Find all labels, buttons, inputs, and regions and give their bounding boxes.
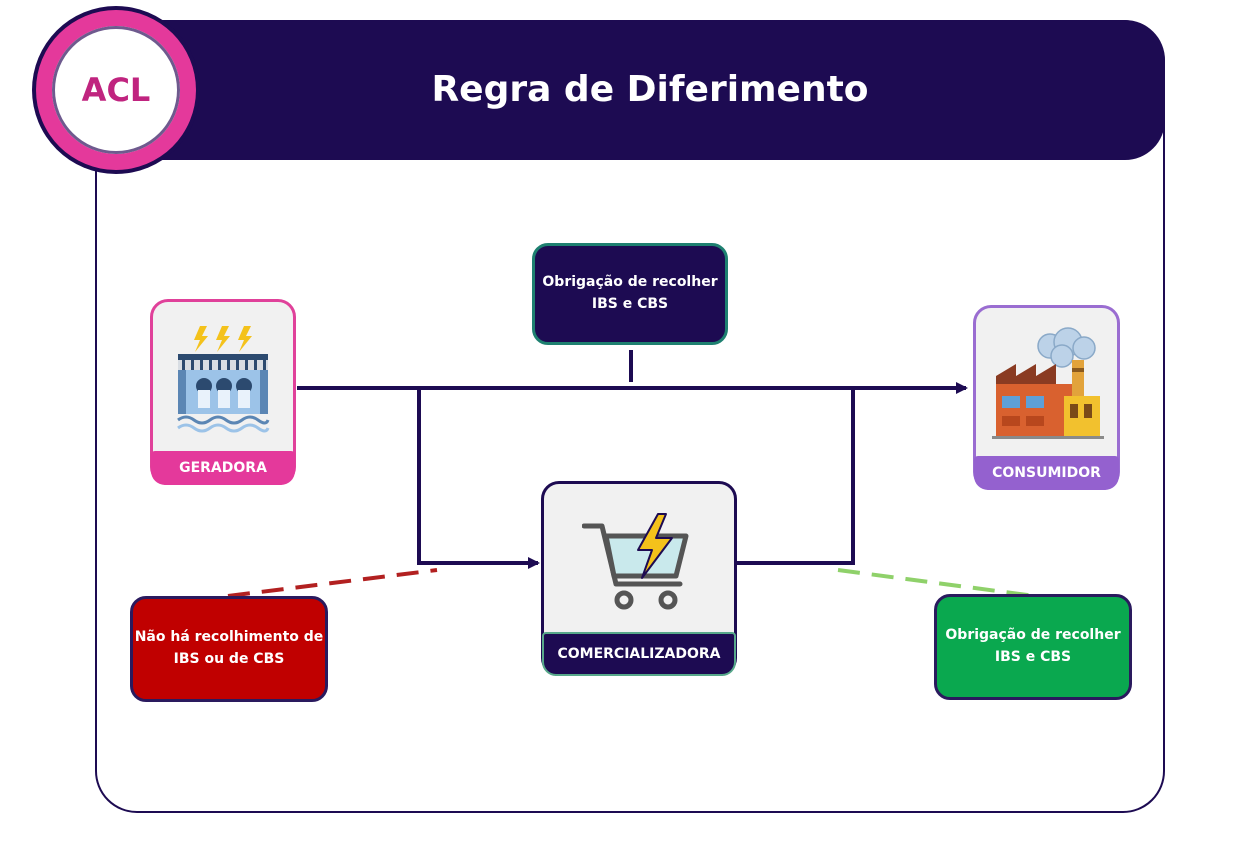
page-title: Regra de Diferimento	[431, 69, 869, 110]
note-left-line2: IBS ou de CBS	[173, 651, 285, 667]
note-left: Não há recolhimento de IBS ou de CBS	[130, 596, 328, 702]
node-geradora: GERADORA	[150, 299, 296, 485]
line-comercializadora-to-consumidor	[736, 388, 855, 565]
acl-badge-inner: ACL	[52, 26, 180, 154]
node-consumidor: CONSUMIDOR	[973, 305, 1120, 490]
consumidor-label: CONSUMIDOR	[974, 456, 1119, 490]
note-right-line2: IBS e CBS	[994, 649, 1072, 665]
dashed-connector-left	[227, 568, 438, 598]
hydroelectric-dam-icon	[177, 326, 270, 433]
header-bar: Regra de Diferimento	[95, 20, 1165, 160]
note-top-line2: IBS e CBS	[591, 296, 669, 312]
node-comercializadora: COMERCIALIZADORA	[541, 481, 737, 676]
comercializadora-label: COMERCIALIZADORA	[542, 632, 736, 676]
factory-icon	[992, 327, 1104, 439]
note-right-line1: Obrigação de recolher	[945, 627, 1121, 644]
geradora-label: GERADORA	[151, 451, 295, 485]
dashed-connector-right	[837, 568, 1036, 598]
arrow-geradora-to-comercializadora	[417, 388, 540, 569]
note-left-line1: Não há recolhimento de	[134, 629, 324, 646]
note-right: Obrigação de recolher IBS e CBS	[934, 594, 1132, 700]
acl-badge-text: ACL	[81, 71, 151, 109]
acl-badge: ACL	[36, 10, 196, 170]
shopping-cart-lightning-icon	[582, 513, 689, 610]
note-top-line1: Obrigação de recolher	[542, 274, 718, 291]
note-top: Obrigação de recolher IBS e CBS	[532, 243, 728, 345]
